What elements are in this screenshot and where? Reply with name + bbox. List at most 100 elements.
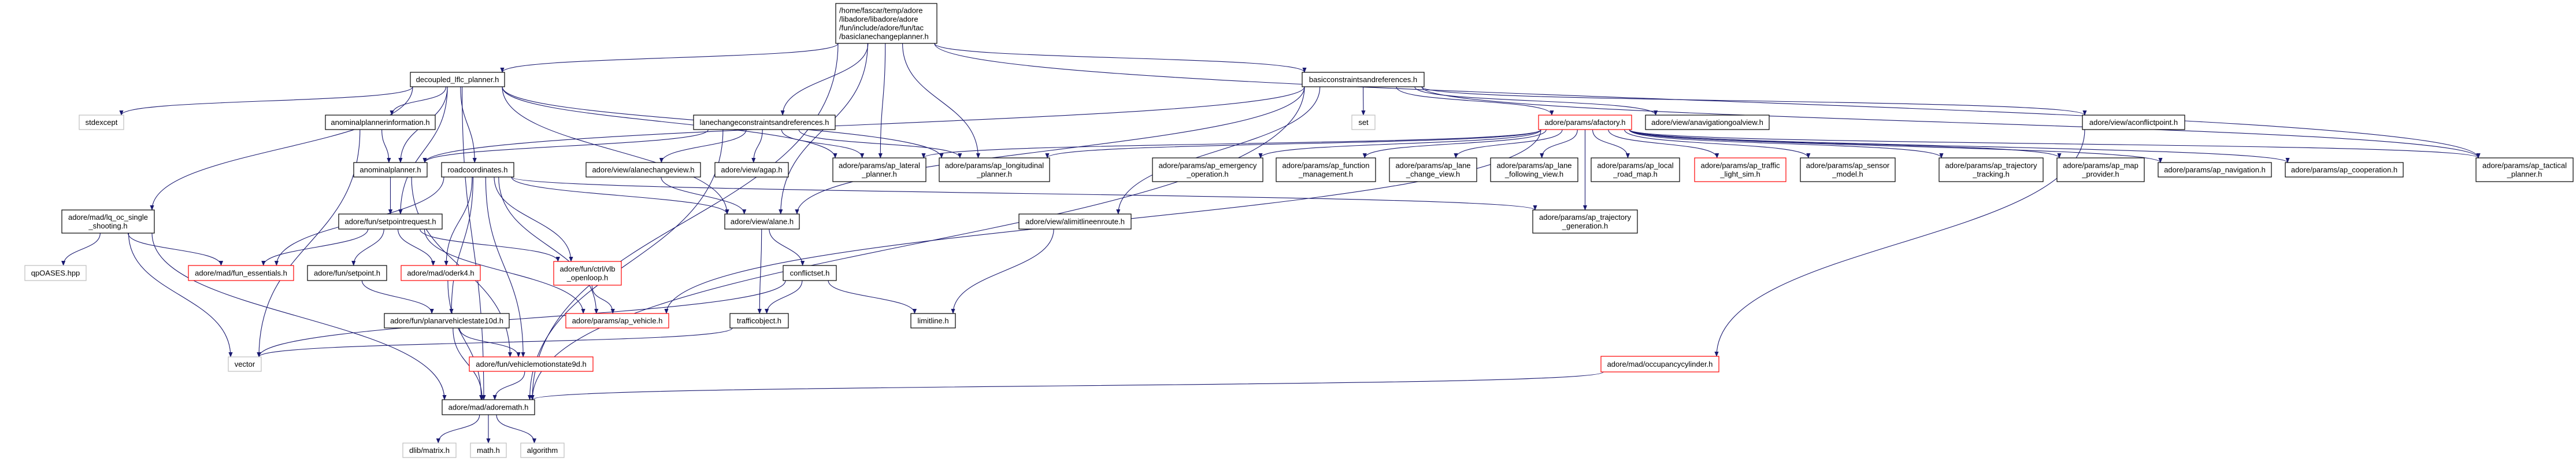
file-node[interactable]: adore/fun/vehiclemotionstate9d.h — [469, 356, 594, 372]
file-node[interactable]: decoupled_lflc_planner.h — [410, 72, 505, 87]
edge-decoupled-to-lqoc — [150, 86, 413, 211]
file-node[interactable]: adore/fun/planarvehiclestate10d.h — [384, 313, 510, 329]
file-node[interactable]: adore/params/afactory.h — [1538, 115, 1632, 130]
node-label: adore/mad/fun_essentials.h — [195, 269, 287, 278]
file-node[interactable]: limitline.h — [910, 313, 956, 329]
node-box — [442, 399, 535, 415]
edge-decoupled-to-stdexcept — [119, 86, 413, 116]
node-label: limitline.h — [917, 316, 948, 325]
file-node[interactable]: adore/params/ap_lane_change_view.h — [1389, 157, 1477, 182]
node-label: adore/mad/lq_oc_single — [68, 213, 148, 222]
node-box — [1276, 157, 1376, 182]
node-box — [441, 162, 514, 178]
node-label: adore/params/ap_local — [1597, 161, 1673, 170]
file-node[interactable]: anominalplannerinformation.h — [325, 115, 436, 130]
file-node[interactable]: anominalplanner.h — [353, 162, 428, 178]
file-node[interactable]: lanechangeconstraintsandreferences.h — [693, 115, 836, 130]
file-node[interactable]: set — [1351, 115, 1376, 130]
file-node[interactable]: dlib/matrix.h — [402, 442, 457, 458]
file-node[interactable]: algorithm — [520, 442, 565, 458]
edge-bccr-to-adoremath — [530, 86, 1305, 400]
edge-bccr-to-alane — [795, 86, 1305, 215]
file-node[interactable]: adore/params/ap_traffic_light_sim.h — [1694, 157, 1786, 182]
node-label: adore/params/ap_function — [1282, 161, 1369, 170]
file-node[interactable]: adore/mad/occupancycylinder.h — [1600, 356, 1719, 373]
node-label: adore/mad/occupancycylinder.h — [1607, 360, 1713, 368]
file-node[interactable]: basicconstraintsandreferences.h — [1302, 72, 1425, 87]
node-box — [1389, 157, 1477, 182]
node-box — [693, 115, 836, 130]
node-label: _operation.h — [1186, 170, 1228, 179]
edge-decoupled-to-alane — [502, 86, 729, 215]
file-node[interactable]: adore/params/ap_lateral_planner.h — [832, 157, 926, 182]
file-node[interactable]: adore/params/ap_local_road_map.h — [1591, 157, 1680, 182]
file-node[interactable]: adore/params/ap_vehicle.h — [565, 313, 669, 329]
file-node[interactable]: adore/params/ap_sensor_model.h — [1800, 157, 1896, 182]
node-label: set — [1358, 118, 1369, 127]
edge-afactory-to-aplrm — [1592, 129, 1630, 158]
node-box — [384, 313, 510, 329]
file-node[interactable]: trafficobject.h — [729, 313, 789, 329]
node-label: /home/fascar/temp/adore — [839, 6, 923, 15]
node-box — [714, 162, 789, 178]
node-label: _following_view.h — [1504, 170, 1563, 179]
node-label: _planner.h — [2507, 170, 2542, 179]
file-node[interactable]: adore/fun/setpoint.h — [307, 265, 387, 281]
node-label: adore/params/ap_sensor — [1806, 161, 1890, 170]
node-label: conflictset.h — [790, 269, 830, 278]
file-node[interactable]: adore/params/ap_emergency_operation.h — [1152, 157, 1263, 182]
file-node[interactable]: adore/params/ap_cooperation.h — [2285, 162, 2404, 178]
file-node[interactable]: adore/params/ap_trajectory_generation.h — [1532, 209, 1638, 234]
file-node[interactable]: math.h — [470, 442, 507, 458]
node-box — [469, 356, 594, 372]
node-label: _light_sim.h — [1719, 170, 1760, 179]
node-label: adore/view/aconflictpoint.h — [2089, 118, 2178, 127]
file-node[interactable]: adore/params/ap_tactical_planner.h — [2475, 157, 2574, 182]
file-node[interactable]: adore/mad/adoremath.h — [442, 399, 535, 415]
file-node[interactable]: adore/view/anavigationgoalview.h — [1645, 115, 1770, 130]
node-label: adore/params/ap_lane — [1496, 161, 1571, 170]
file-node[interactable]: adore/mad/oderk4.h — [401, 265, 481, 281]
file-node[interactable]: adore/params/ap_trajectory_tracking.h — [1939, 157, 2044, 182]
node-label: adore/fun/ctrl/vlb — [559, 265, 615, 274]
file-node[interactable]: adore/params/ap_lane_following_view.h — [1490, 157, 1578, 182]
node-box — [325, 115, 436, 130]
node-label: qpOASES.hpp — [31, 269, 80, 278]
edge-lqoc-to-qpoases — [61, 233, 101, 266]
file-node[interactable]: adore/params/ap_navigation.h — [2158, 162, 2272, 178]
file-node[interactable]: adore/mad/lq_oc_single_shooting.h — [61, 209, 155, 234]
edge-spreq-to-setpoint — [351, 228, 384, 266]
file-node[interactable]: adore/fun/setpointrequest.h — [338, 213, 443, 230]
node-box — [402, 442, 457, 458]
file-node[interactable]: adore/fun/ctrl/vlb_openloop.h — [553, 261, 622, 286]
node-label: adore/params/ap_map — [2063, 161, 2138, 170]
file-node[interactable]: adore/mad/fun_essentials.h — [188, 265, 294, 281]
edge-conflictset-to-trafficobj — [765, 280, 803, 314]
file-node[interactable]: adore/view/aconflictpoint.h — [2082, 115, 2185, 130]
edge-afactory-to-apnav — [1629, 129, 2163, 163]
edge-afactory-to-aplfv — [1540, 129, 1578, 158]
file-node[interactable]: conflictset.h — [783, 265, 837, 281]
node-box — [553, 261, 622, 286]
nodes-layer: /home/fascar/temp/adore/libadore/libador… — [24, 3, 2574, 458]
file-node[interactable]: vector — [228, 356, 262, 372]
node-label: adore/view/agap.h — [721, 165, 782, 174]
file-node[interactable]: qpOASES.hpp — [24, 265, 87, 281]
file-node[interactable]: roadcoordinates.h — [441, 162, 514, 178]
edge-root-to-adoremath — [530, 43, 839, 400]
node-label: vector — [235, 360, 255, 368]
file-node[interactable]: adore/params/ap_longitudinal_planner.h — [939, 157, 1050, 182]
file-node[interactable]: adore/view/alanechangeview.h — [585, 162, 701, 178]
node-label: lanechangeconstraintsandreferences.h — [699, 118, 829, 127]
node-label: adore/params/afactory.h — [1545, 118, 1626, 127]
file-node[interactable]: adore/params/ap_map_provider.h — [2056, 157, 2145, 182]
file-node[interactable]: adore/params/ap_function_management.h — [1276, 157, 1376, 182]
edge-afactory-to-apsensor — [1624, 129, 1811, 158]
node-box — [79, 115, 124, 130]
file-node[interactable]: adore/view/alane.h — [724, 213, 800, 230]
file-node[interactable]: stdexcept — [79, 115, 124, 130]
file-node[interactable]: adore/view/agap.h — [714, 162, 789, 178]
edge-occyl-to-adoremath — [530, 371, 1604, 400]
file-node[interactable]: adore/view/alimitlineenroute.h — [1018, 213, 1132, 230]
node-label: anominalplanner.h — [359, 165, 421, 174]
